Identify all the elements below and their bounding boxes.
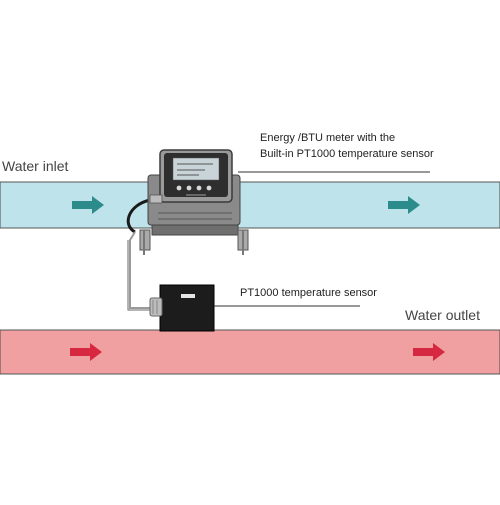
- inlet-flow-arrow-right: [388, 196, 420, 214]
- outlet-flow-arrow-right: [413, 343, 445, 361]
- water-outlet-label: Water outlet: [405, 307, 480, 323]
- energy-meter-icon: [139, 149, 249, 255]
- water-inlet-label: Water inlet: [2, 158, 69, 174]
- sensor-callout-label: PT1000 temperature sensor: [240, 287, 377, 299]
- meter-callout-line2: Built-in PT1000 temperature sensor: [260, 148, 434, 160]
- temperature-sensor-icon: [149, 284, 215, 332]
- outlet-flow-arrow-left: [70, 343, 102, 361]
- meter-callout-line1: Energy /BTU meter with the: [260, 132, 396, 144]
- inlet-flow-arrow-left: [72, 196, 104, 214]
- sensor-cable: [126, 198, 152, 311]
